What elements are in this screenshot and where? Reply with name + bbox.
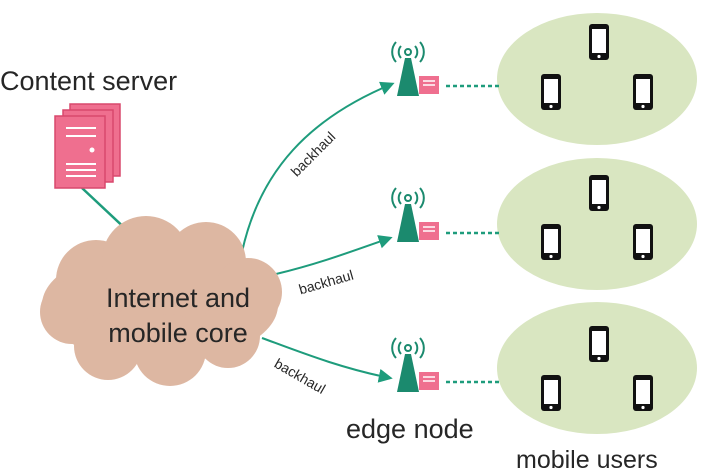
- smartphone-icon: [589, 326, 609, 362]
- smartphone-icon: [541, 74, 561, 110]
- user-group-top: [497, 13, 697, 145]
- smartphone-icon: [541, 224, 561, 260]
- server-stack-icon: [54, 103, 121, 189]
- cloud-label-line1: Internet and: [105, 283, 251, 313]
- cloud-label-line2: mobile core: [108, 318, 248, 348]
- smartphone-icon: [633, 74, 653, 110]
- cloud-label: Internet and mobile core: [62, 281, 294, 351]
- smartphone-icon: [589, 24, 609, 60]
- radio-tower-icon: [391, 337, 440, 393]
- cloud-shape: [40, 216, 282, 386]
- smartphone-icon: [541, 375, 561, 411]
- backhaul-link-top: [241, 81, 395, 253]
- mobile-users-label: mobile users: [516, 446, 658, 474]
- smartphone-icon: [633, 224, 653, 260]
- user-group-bottom: [497, 302, 697, 434]
- backhaul-link-bottom: [261, 337, 393, 383]
- radio-tower-icon: [391, 41, 440, 97]
- smartphone-icon: [633, 375, 653, 411]
- backhaul-link-middle: [275, 235, 393, 275]
- radio-tower-icon: [391, 187, 440, 243]
- content-server-label: Content server: [0, 66, 178, 96]
- smartphone-icon: [589, 175, 609, 211]
- edge-node-label: edge node: [346, 414, 474, 444]
